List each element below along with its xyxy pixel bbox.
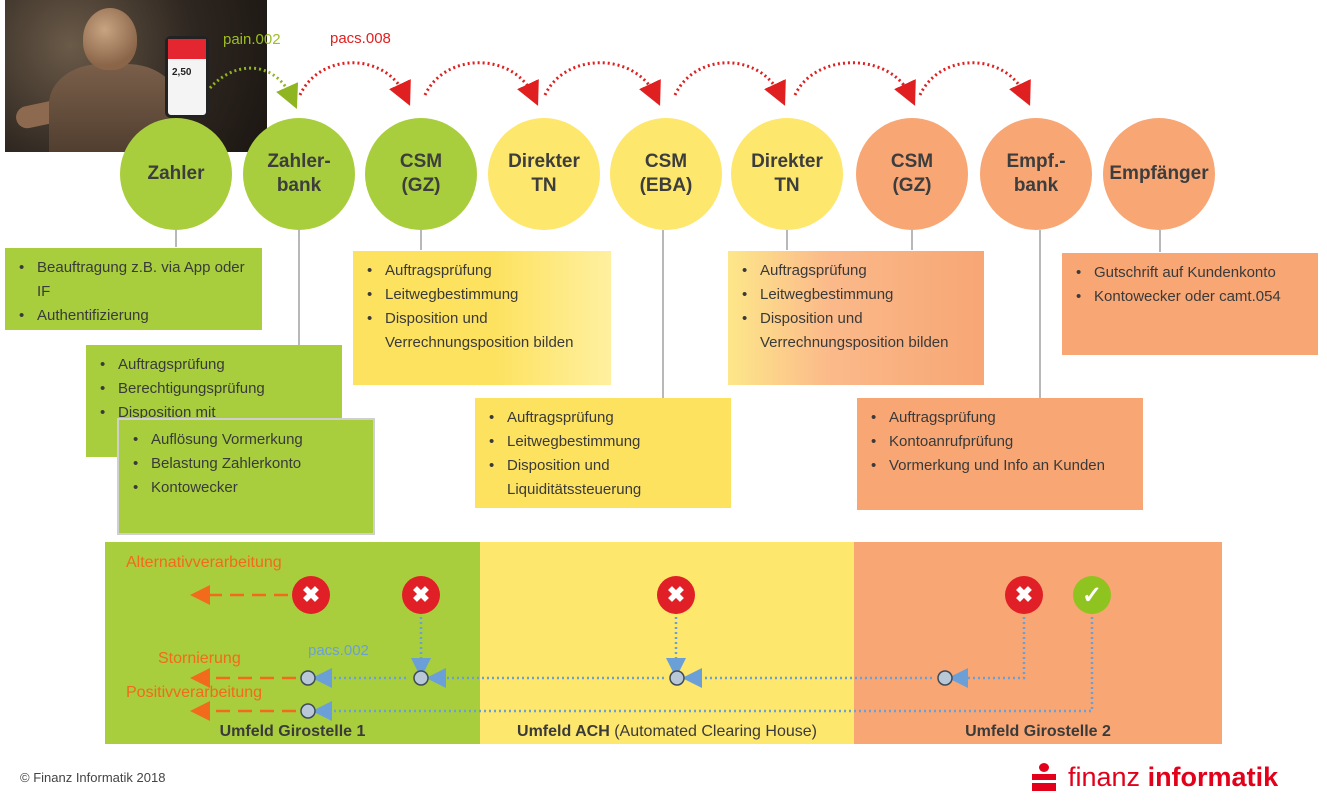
pacs008-arc-6 [918, 61, 1031, 106]
positive-label: Positivverarbeitung [126, 684, 263, 701]
sparkasse-icon [1032, 762, 1056, 793]
node-zahlerbank: Zahler- bank [243, 118, 355, 230]
accept-icon: ✓ [1073, 576, 1111, 614]
box-item: Kontoanrufprüfung [867, 430, 1133, 454]
box-item: Beauftragung z.B. via App oder IF [15, 256, 252, 304]
pacs008-arc-3 [543, 61, 661, 106]
zone-label: Umfeld Girostelle 2 [965, 723, 1111, 740]
photo-head [83, 8, 137, 70]
logo-text: finanz informatik [1068, 762, 1279, 792]
node-csm-eba: CSM (EBA) [610, 118, 722, 230]
zone-label: Umfeld Girostelle 1 [219, 723, 366, 740]
box-empf-bank: Auftragsprüfung Kontoanrufprüfung Vormer… [857, 398, 1143, 510]
phone-screen-header [168, 39, 206, 59]
box-item: Leitwegbestimmung [485, 430, 721, 454]
reject-icon: ✖ [1005, 576, 1043, 614]
box-item: Auftragsprüfung [363, 259, 601, 283]
node-direkter-tn-2: Direkter TN [731, 118, 843, 230]
box-item: Auftragsprüfung [485, 406, 721, 430]
pacs008-arc-1 [298, 61, 411, 106]
zone-label: Umfeld ACH (Automated Clearing House) [517, 723, 817, 740]
zone-ach: Umfeld ACH (Automated Clearing House) [480, 542, 854, 744]
storno-label: Stornierung [158, 650, 241, 667]
box-zahler: Beauftragung z.B. via App oder IF Authen… [5, 248, 262, 330]
finanz-informatik-logo: finanz informatik [1032, 762, 1278, 793]
box-item: Authentifizierung [15, 304, 252, 328]
pacs008-arc-2 [423, 61, 539, 106]
node-csm-gz-2: CSM (GZ) [856, 118, 968, 230]
pain002-label: pain.002 [223, 31, 281, 48]
box-item: Gutschrift auf Kundenkonto [1072, 261, 1308, 285]
box-item: Disposition und Verrechnungsposition bil… [738, 307, 974, 355]
customer-photo: 2,50 [5, 0, 267, 152]
box-item: Auftragsprüfung [867, 406, 1133, 430]
node-direkter-tn-1: Direkter TN [488, 118, 600, 230]
box-item: Disposition und Verrechnungsposition bil… [363, 307, 601, 355]
node-empfaenger: Empfänger [1103, 118, 1215, 230]
node-empf-bank: Empf.- bank [980, 118, 1092, 230]
box-csm-gz-1: Auftragsprüfung Leitwegbestimmung Dispos… [353, 251, 611, 385]
box-csm-eba: Auftragsprüfung Leitwegbestimmung Dispos… [475, 398, 731, 508]
alternative-label: Alternativverarbeitung [126, 554, 282, 571]
reject-icon: ✖ [657, 576, 695, 614]
box-item: Vormerkung und Info an Kunden [867, 454, 1133, 478]
box-item: Disposition mit [96, 401, 332, 425]
box-item: Belastung Zahlerkonto [129, 452, 363, 476]
box-direkter-tn-2: Auftragsprüfung Leitwegbestimmung Dispos… [728, 251, 984, 385]
box-item: Disposition und Liquiditätssteuerung [485, 454, 721, 502]
box-item: Kontowecker oder camt.054 [1072, 285, 1308, 309]
reject-icon: ✖ [402, 576, 440, 614]
node-zahler: Zahler [120, 118, 232, 230]
zone-girostelle-1: Umfeld Girostelle 1 [105, 542, 480, 744]
pacs008-arc-4 [673, 61, 786, 106]
phone-amount: 2,50 [172, 67, 192, 78]
box-item: Auftragsprüfung [738, 259, 974, 283]
box-item: Leitwegbestimmung [738, 283, 974, 307]
box-empfaenger: Gutschrift auf Kundenkonto Kontowecker o… [1062, 253, 1318, 355]
box-item: Auftragsprüfung [96, 353, 332, 377]
pacs002-label: pacs.002 [308, 642, 369, 659]
pacs008-label: pacs.008 [330, 30, 391, 47]
pacs008-arc-5 [793, 61, 916, 106]
zone-girostelle-2: Umfeld Girostelle 2 [854, 542, 1222, 744]
box-item: Auflösung Vormerkung [129, 428, 363, 452]
box-item: Leitwegbestimmung [363, 283, 601, 307]
box-item: Kontowecker [129, 476, 363, 500]
reject-icon: ✖ [292, 576, 330, 614]
box-zahlerbank-2: Auflösung Vormerkung Belastung Zahlerkon… [117, 418, 375, 535]
box-item: Berechtigungsprüfung [96, 377, 332, 401]
photo-phone: 2,50 [165, 36, 209, 118]
copyright: © Finanz Informatik 2018 [20, 770, 166, 785]
node-csm-gz-1: CSM (GZ) [365, 118, 477, 230]
